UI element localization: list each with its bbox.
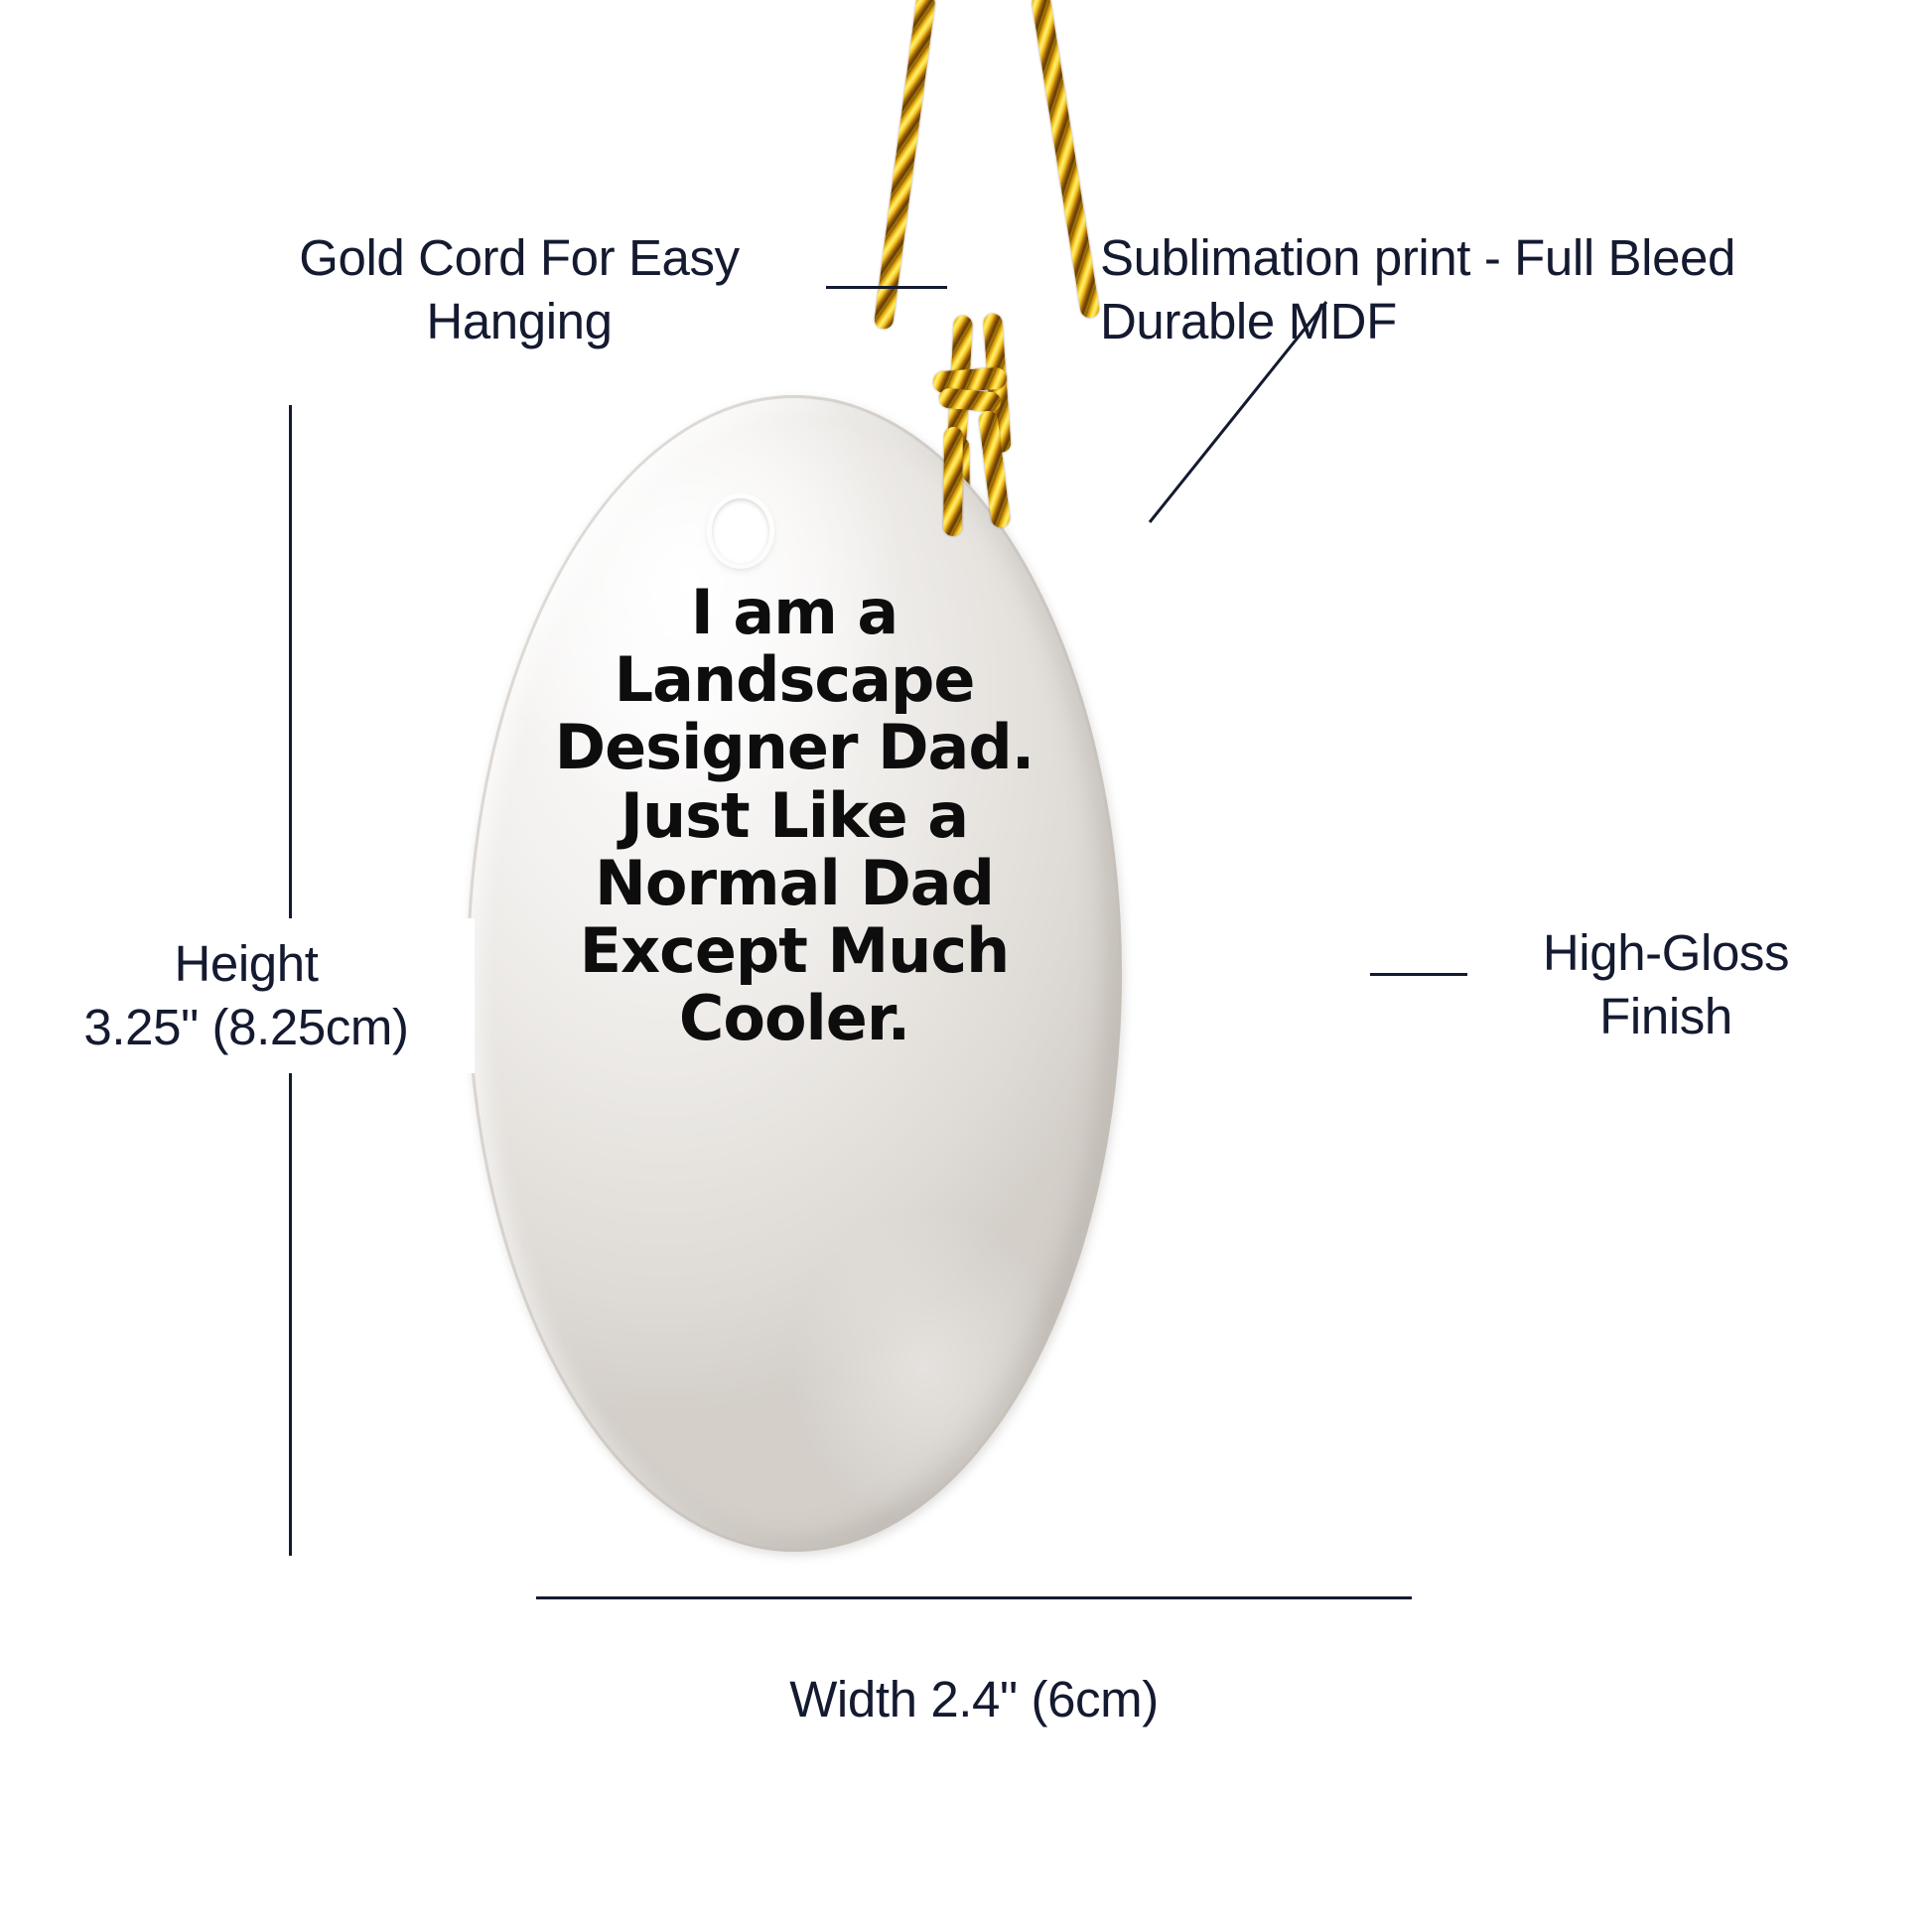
gold-cord-label: Gold Cord For Easy Hanging [299,229,740,349]
width-dimension-line [536,1596,1412,1599]
hanging-hole [712,498,769,564]
ornament-printed-text: I am a Landscape Designer Dad. Just Like… [554,576,1035,1055]
high-gloss-leader-line [1370,973,1467,976]
gold-cord-leader-line [826,286,947,289]
height-dimension-label: Height 3.25" (8.25cm) [18,918,475,1073]
width-dimension-label: Width 2.4" (6cm) [789,1671,1159,1727]
sublimation-print-label: Sublimation print - Full Bleed Durable M… [1100,229,1735,349]
oval-ornament: I am a Landscape Designer Dad. Just Like… [467,395,1122,1552]
gold-cord-left-strand [873,0,936,331]
gold-cord-through-hole [943,426,963,537]
high-gloss-finish-label: High-Gloss Finish [1542,924,1790,1044]
gold-cord-right-strand [1031,0,1101,320]
